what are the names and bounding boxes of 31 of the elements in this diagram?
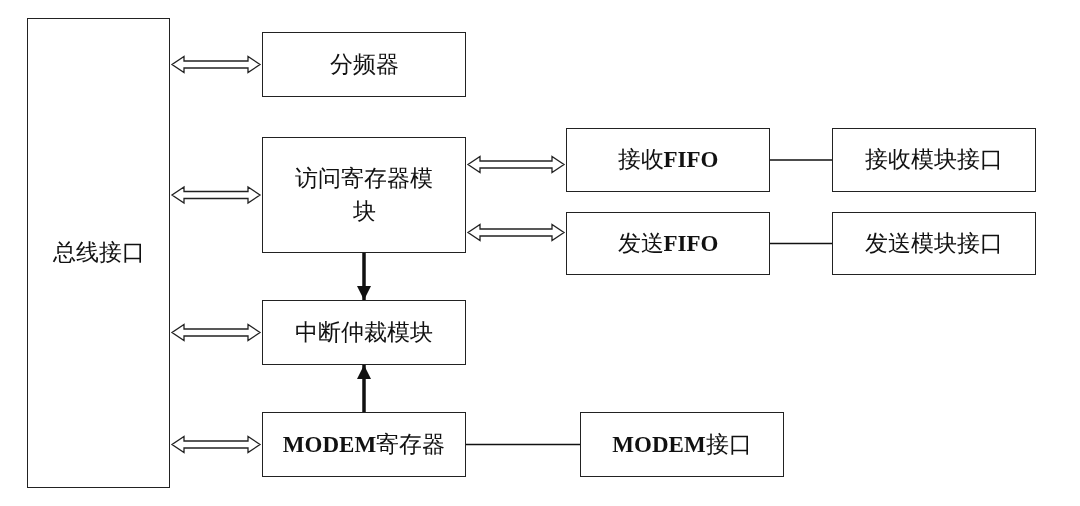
double-arrow: [466, 223, 566, 242]
double-arrow: [170, 55, 262, 74]
connector-line: [465, 443, 581, 446]
process-box: [262, 32, 466, 97]
process-box: [580, 412, 784, 477]
box-label: 分频器: [329, 50, 399, 79]
process-box: [566, 212, 770, 275]
double-arrow: [170, 323, 262, 342]
connector-line: [769, 159, 833, 161]
process-box: [27, 18, 170, 488]
arrow: [357, 365, 371, 412]
box-label: 接收FIFO: [617, 146, 719, 175]
box-label: 总线接口: [52, 239, 145, 268]
box-label: 发送模块接口: [865, 229, 1003, 258]
box-label: 访问寄存器模块: [294, 164, 434, 226]
box-label: MODEM寄存器: [282, 430, 446, 459]
double-arrow: [170, 435, 262, 454]
box-label: 接收模块接口: [865, 146, 1003, 175]
double-arrow: [170, 185, 262, 205]
box-label: MODEM接口: [612, 430, 752, 459]
process-box: [832, 212, 1036, 275]
box-label: 发送FIFO: [617, 229, 719, 258]
process-box: [262, 412, 466, 477]
process-box: [832, 128, 1036, 192]
process-box: [262, 300, 466, 365]
double-arrow: [466, 155, 566, 174]
box-label: 中断仲裁模块: [295, 318, 433, 347]
process-box: [262, 137, 466, 253]
arrow: [357, 253, 371, 300]
connector-line: [769, 242, 833, 245]
process-box: [566, 128, 770, 192]
